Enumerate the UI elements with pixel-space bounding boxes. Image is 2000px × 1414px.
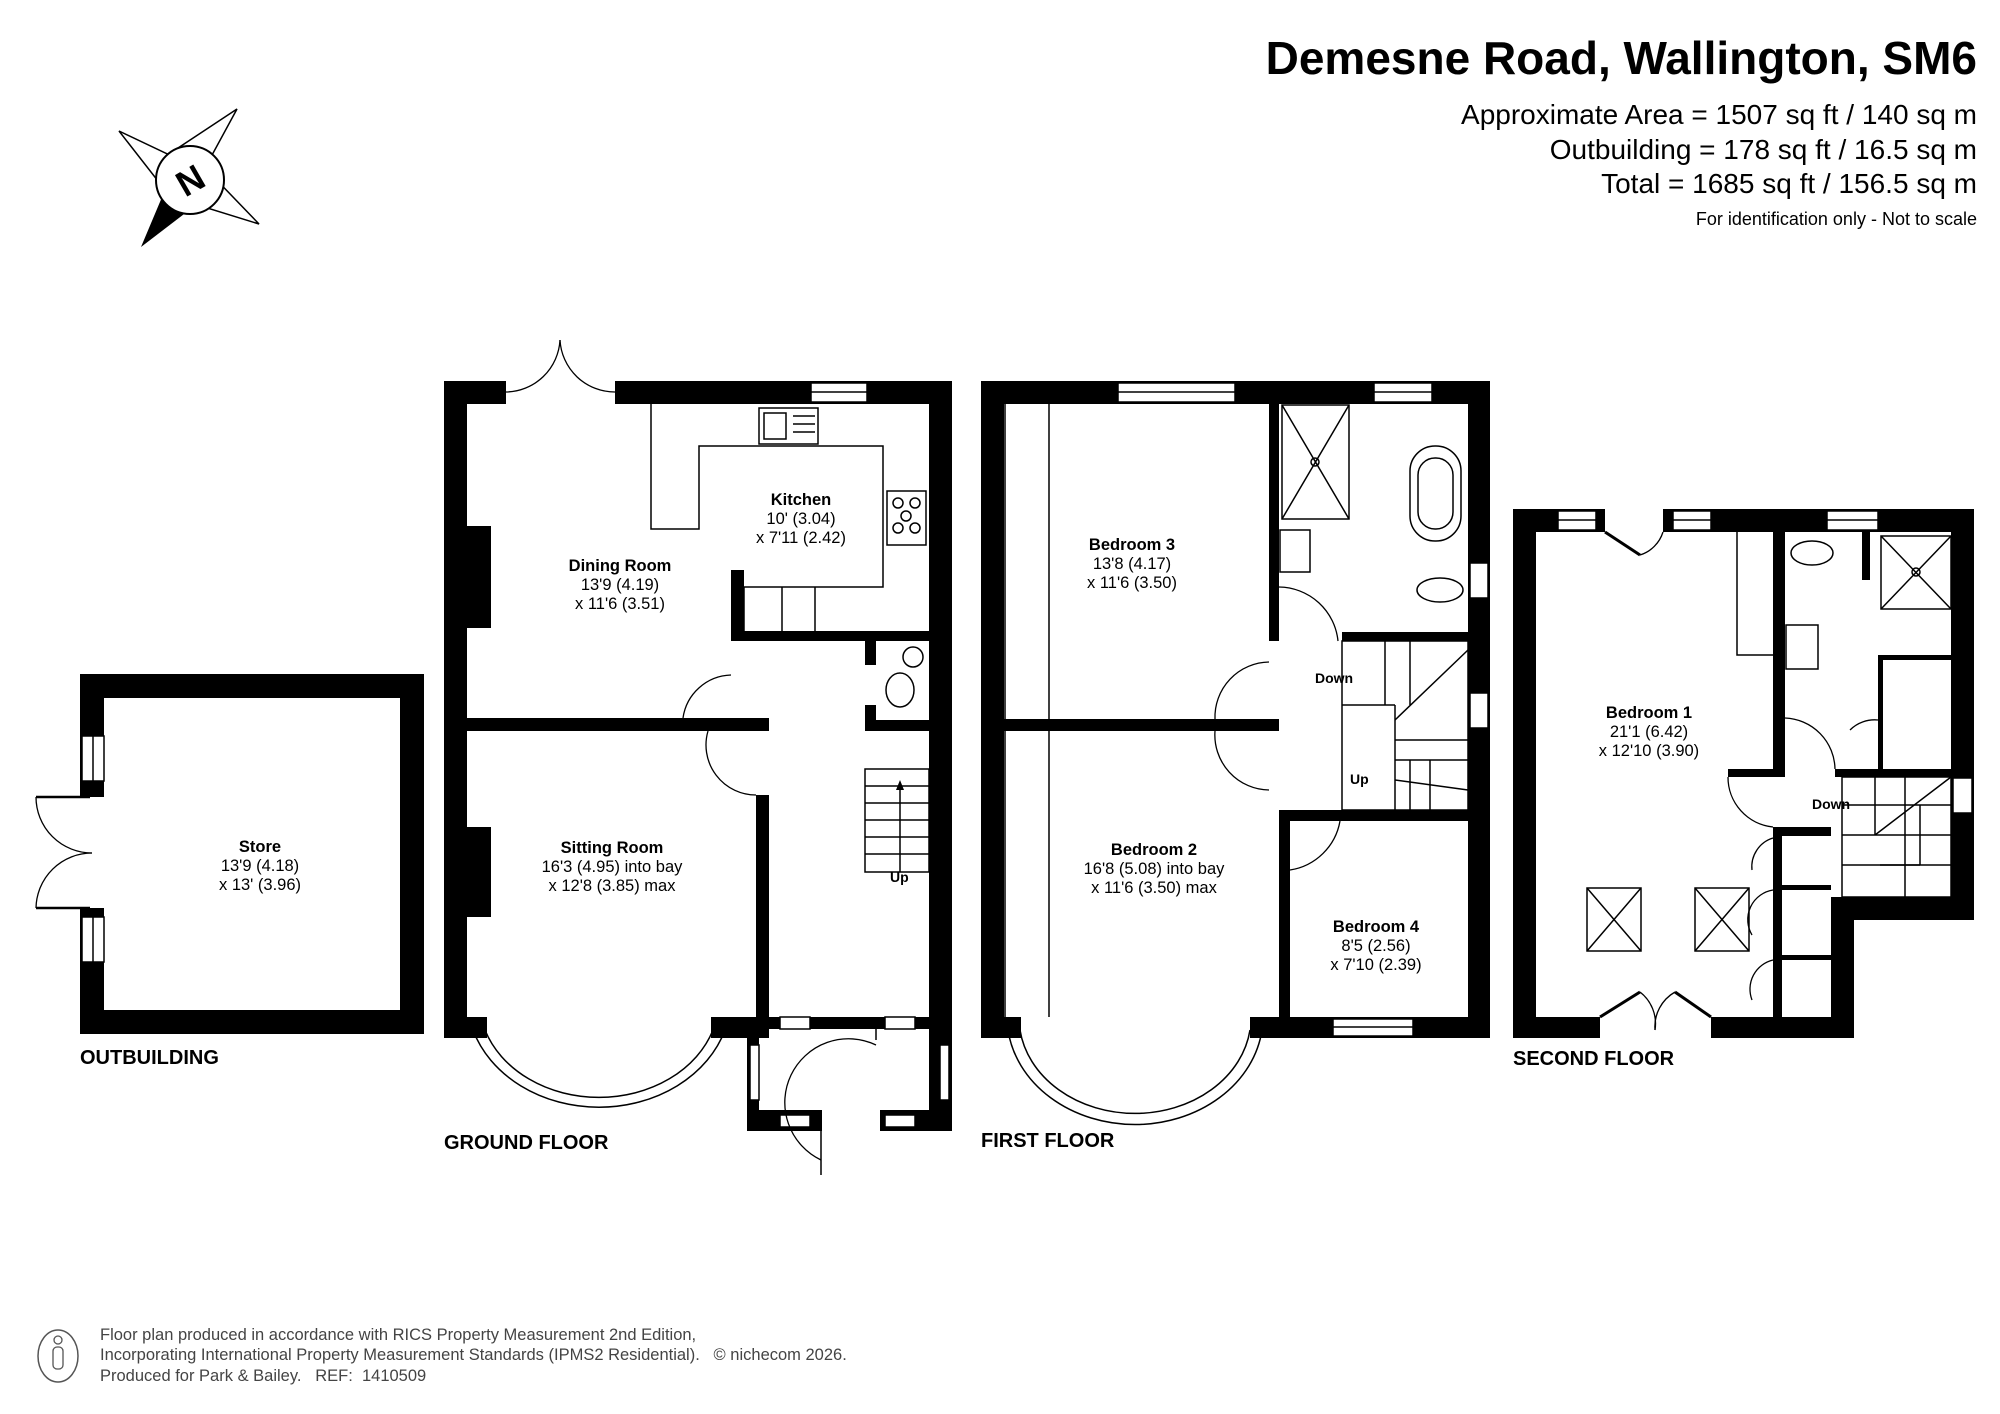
- room-dim-kitchen: x 7'11 (2.42): [756, 529, 846, 547]
- footer-line: Incorporating International Property Mea…: [100, 1346, 847, 1364]
- toilet-icon: [885, 646, 924, 708]
- stairs-up-label: Up: [1350, 771, 1369, 787]
- room-dim-bedroom-1: x 12'10 (3.90): [1599, 742, 1699, 760]
- room-dim-store: x 13' (3.96): [219, 876, 301, 894]
- room-name-bedroom-4: Bedroom 4: [1333, 918, 1420, 936]
- toilet-icon: [1790, 540, 1834, 566]
- room-name-bedroom-2: Bedroom 2: [1111, 841, 1197, 859]
- floor-label-first: FIRST FLOOR: [981, 1130, 1115, 1152]
- footer-line: Floor plan produced in accordance with R…: [100, 1326, 696, 1344]
- basin-icon: [1785, 624, 1819, 670]
- room-name-kitchen: Kitchen: [771, 491, 832, 509]
- scale-note: For identification only - Not to scale: [1696, 209, 1977, 229]
- first-floor-plan: [981, 381, 1490, 1126]
- room-dim-dining-room: x 11'6 (3.51): [575, 595, 665, 613]
- person-scale-icon: [37, 1329, 79, 1383]
- hob-icon: [886, 490, 927, 546]
- room-name-store: Store: [239, 838, 281, 856]
- double-door-icon: [35, 795, 93, 910]
- skylight-icon: [1694, 887, 1750, 952]
- room-dim-bedroom-4: x 7'10 (2.39): [1330, 956, 1421, 974]
- stairs-down-label: Down: [1315, 670, 1353, 686]
- door-icon: [505, 339, 877, 1175]
- room-dim-kitchen: 10' (3.04): [766, 510, 835, 528]
- staircase-icon: [864, 768, 930, 873]
- room-dim-bedroom-2: x 11'6 (3.50) max: [1091, 879, 1217, 897]
- shower-icon: [1880, 535, 1952, 610]
- bath-icon: [1409, 445, 1462, 542]
- footer-line: Produced for Park & Bailey. REF: 1410509: [100, 1367, 426, 1385]
- door-icon: [1599, 530, 1879, 1031]
- approx-area: Approximate Area = 1507 sq ft / 140 sq m: [1461, 99, 1977, 130]
- sink-icon: [758, 407, 819, 445]
- room-name-dining-room: Dining Room: [569, 557, 672, 575]
- door-icon: [1214, 586, 1341, 871]
- room-dim-sitting-room: x 12'8 (3.85) max: [549, 877, 677, 895]
- floor-label-ground: GROUND FLOOR: [444, 1132, 609, 1154]
- stairs-down-label: Down: [1812, 796, 1850, 812]
- basin-icon: [1279, 529, 1311, 573]
- outbuilding-plan: [35, 674, 424, 1034]
- outbuilding-area: Outbuilding = 178 sq ft / 16.5 sq m: [1550, 134, 1977, 165]
- room-name-sitting-room: Sitting Room: [561, 839, 664, 857]
- room-dim-store: 13'9 (4.18): [221, 857, 299, 875]
- room-dim-sitting-room: 16'3 (4.95) into bay: [542, 858, 683, 876]
- toilet-icon: [1416, 577, 1464, 603]
- room-dim-bedroom-1: 21'1 (6.42): [1610, 723, 1688, 741]
- staircase-icon: [1341, 640, 1469, 811]
- room-name-bedroom-3: Bedroom 3: [1089, 536, 1175, 554]
- room-dim-bedroom-3: 13'8 (4.17): [1093, 555, 1171, 573]
- shower-icon: [1281, 404, 1350, 520]
- floor-label-second: SECOND FLOOR: [1513, 1048, 1675, 1070]
- room-dim-bedroom-2: 16'8 (5.08) into bay: [1084, 860, 1225, 878]
- room-dim-bedroom-4: 8'5 (2.56): [1341, 937, 1410, 955]
- room-dim-bedroom-3: x 11'6 (3.50): [1087, 574, 1177, 592]
- ground-floor-plan: [444, 339, 952, 1175]
- total-area: Total = 1685 sq ft / 156.5 sq m: [1601, 168, 1977, 199]
- property-title: Demesne Road, Wallington, SM6: [1266, 32, 1977, 84]
- staircase-icon: [1841, 776, 1952, 898]
- skylight-icon: [1586, 887, 1642, 952]
- floor-label-outbuilding: OUTBUILDING: [80, 1047, 219, 1069]
- room-name-bedroom-1: Bedroom 1: [1606, 704, 1692, 722]
- stairs-up-label: Up: [890, 869, 909, 885]
- room-dim-dining-room: 13'9 (4.19): [581, 576, 659, 594]
- north-compass-icon: N: [118, 108, 260, 247]
- second-floor-plan: [1513, 509, 1974, 1038]
